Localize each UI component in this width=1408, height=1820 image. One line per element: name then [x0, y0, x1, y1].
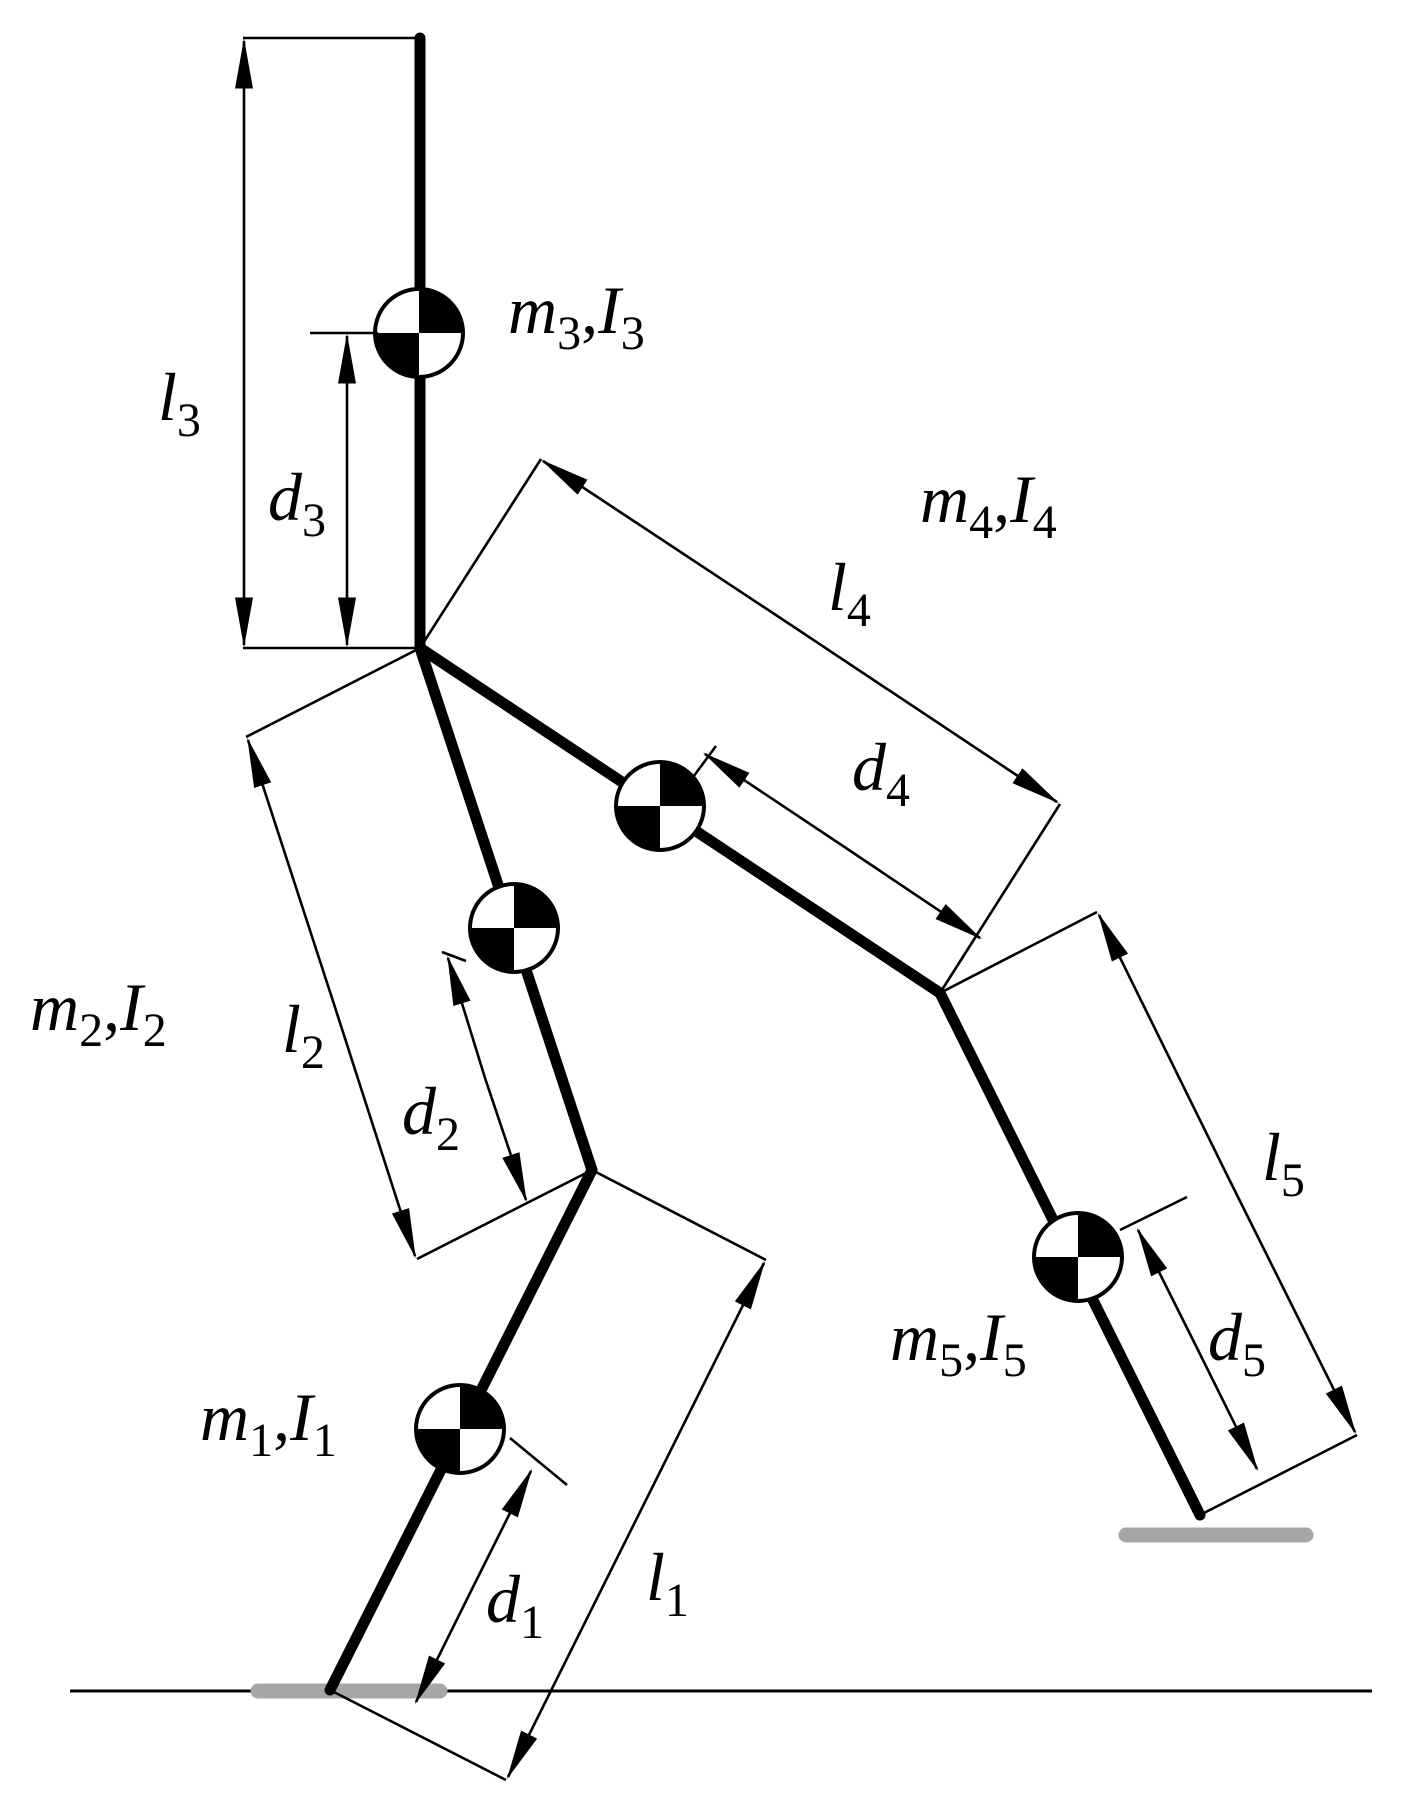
d1-dimension-arrow	[472, 1468, 533, 1586]
l1-dimension-arrow	[634, 1260, 766, 1521]
label-d1: d1	[486, 1561, 544, 1649]
center-of-mass-icon-2	[468, 882, 560, 974]
label-l5: l5	[1262, 1119, 1305, 1207]
labels: l3 d3 m3,I3 m4,I4 l4 d4 m2,I2 l2	[30, 272, 1305, 1649]
label-d3: d3	[268, 459, 326, 547]
label-l1: l1	[646, 1539, 689, 1627]
label-m5-i5: m5,I5	[890, 1299, 1027, 1387]
label-m3-i3: m3,I3	[508, 272, 645, 360]
l2-dimension-arrow	[246, 737, 334, 999]
d2-dimension-arrow	[446, 955, 487, 1079]
d5-dimension-arrow	[1136, 1227, 1198, 1347]
l4-dimension-arrow	[540, 459, 801, 633]
label-l2: l2	[282, 991, 325, 1079]
label-l3: l3	[158, 359, 201, 447]
label-d5: d5	[1208, 1299, 1266, 1387]
center-of-mass-icon-1	[414, 1383, 506, 1475]
d4-dimension-arrow	[702, 752, 844, 848]
label-m2-i2: m2,I2	[30, 969, 167, 1057]
center-of-mass-icon-3	[373, 287, 465, 379]
center-of-mass-icon-5	[1032, 1211, 1124, 1303]
label-l4: l4	[828, 549, 871, 637]
l5-dimension-arrow	[1097, 912, 1229, 1176]
center-of-mass-icon-4	[614, 760, 706, 852]
label-d4: d4	[852, 729, 910, 817]
label-m4-i4: m4,I4	[920, 461, 1057, 549]
label-d2: d2	[402, 1073, 460, 1161]
label-m1-i1: m1,I1	[200, 1379, 337, 1467]
dimension-arrows	[235, 38, 1357, 1780]
